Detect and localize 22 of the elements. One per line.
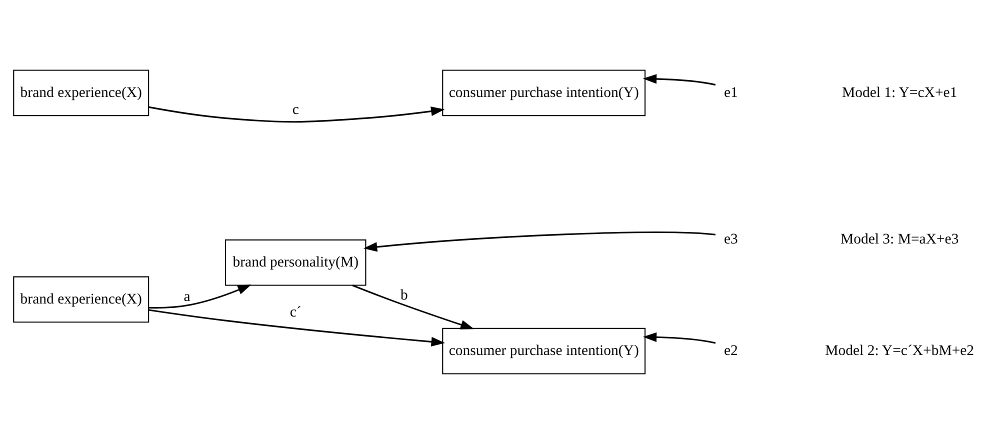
node-box: brand experience(X) [12, 276, 149, 323]
edge-label: a [183, 288, 190, 305]
edge-label: c´ [289, 304, 301, 321]
arrow [148, 284, 251, 309]
arrow [362, 232, 716, 252]
node-box: brand personality(M) [224, 239, 366, 286]
node-text: e2 [723, 343, 738, 360]
arrow [642, 332, 716, 344]
label: Model 2: Y=c´X+bM+e2 [824, 343, 974, 360]
edge-label: c [292, 102, 298, 118]
node-text: e1 [723, 84, 738, 101]
label: Model 1: Y=cX+e1 [841, 84, 957, 101]
node-box: consumer purchase intention(Y) [442, 70, 646, 116]
edge-label: b [400, 288, 408, 304]
node-box: consumer purchase intention(Y) [442, 328, 646, 374]
node-text: e3 [723, 231, 738, 248]
arrow [148, 106, 444, 123]
label: Model 3: M=aX+e3 [840, 231, 958, 248]
arrow [352, 284, 474, 330]
node-box: brand experience(X) [12, 70, 149, 116]
arrow [148, 309, 444, 347]
arrow [642, 74, 716, 86]
